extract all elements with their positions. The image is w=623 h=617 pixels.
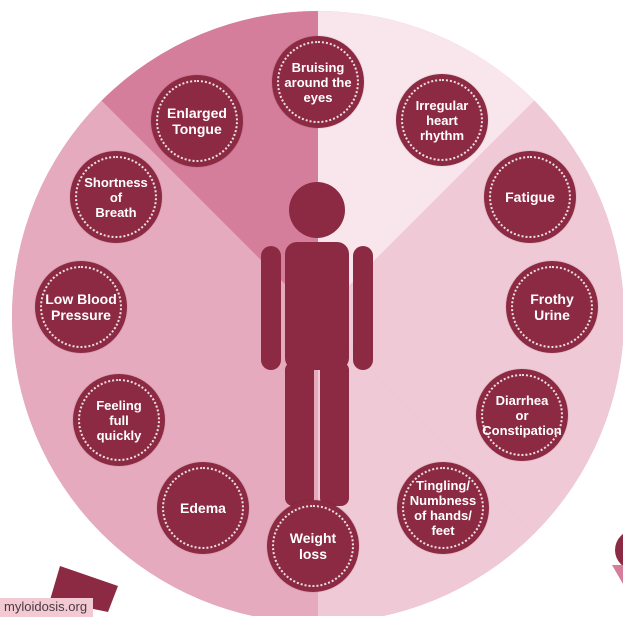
symptom-label: Feeling full quickly — [96, 397, 142, 443]
symptom-label: Bruising around the eyes — [284, 59, 352, 105]
symptom-label: Frothy Urine — [530, 291, 574, 323]
symptom-label: Weight loss — [289, 530, 337, 562]
symptom-label: Tingling/ Numbness of hands/ feet — [409, 478, 477, 538]
edge-badge-tail — [612, 565, 623, 584]
source-label: myloidosis.org — [0, 598, 94, 617]
wedge-1 — [318, 10, 535, 317]
symptom-enlarged-tongue: Enlarged Tongue — [151, 75, 243, 167]
symptom-irregular-heart-rhythm: Irregular heart rhythm — [396, 74, 488, 166]
symptom-label: Enlarged Tongue — [167, 105, 227, 137]
wedge-6 — [11, 317, 318, 534]
edge-badge-icon — [615, 534, 623, 566]
symptom-weight-loss: Weight loss — [267, 500, 359, 592]
symptom-low-blood-pressure: Low Blood Pressure — [35, 261, 127, 353]
symptom-bruising: Bruising around the eyes — [272, 36, 364, 128]
symptom-label: Shortness of Breath — [84, 174, 148, 220]
person-icon — [261, 182, 373, 506]
symptom-label: Edema — [180, 500, 226, 516]
symptom-label: Fatigue — [505, 189, 555, 205]
symptom-label: Diarrhea or Constipation — [482, 392, 562, 438]
symptom-shortness-of-breath: Shortness of Breath — [70, 151, 162, 243]
symptom-label: Irregular heart rhythm — [415, 97, 469, 143]
symptom-feeling-full-quickly: Feeling full quickly — [73, 374, 165, 466]
symptom-edema: Edema — [157, 462, 249, 554]
symptom-label: Low Blood Pressure — [45, 291, 117, 323]
wedge-3 — [318, 317, 623, 534]
symptom-fatigue: Fatigue — [484, 151, 576, 243]
symptom-diarrhea-constipation: Diarrhea or Constipation — [476, 369, 568, 461]
symptom-frothy-urine: Frothy Urine — [506, 261, 598, 353]
symptom-tingling-numbness: Tingling/ Numbness of hands/ feet — [397, 462, 489, 554]
